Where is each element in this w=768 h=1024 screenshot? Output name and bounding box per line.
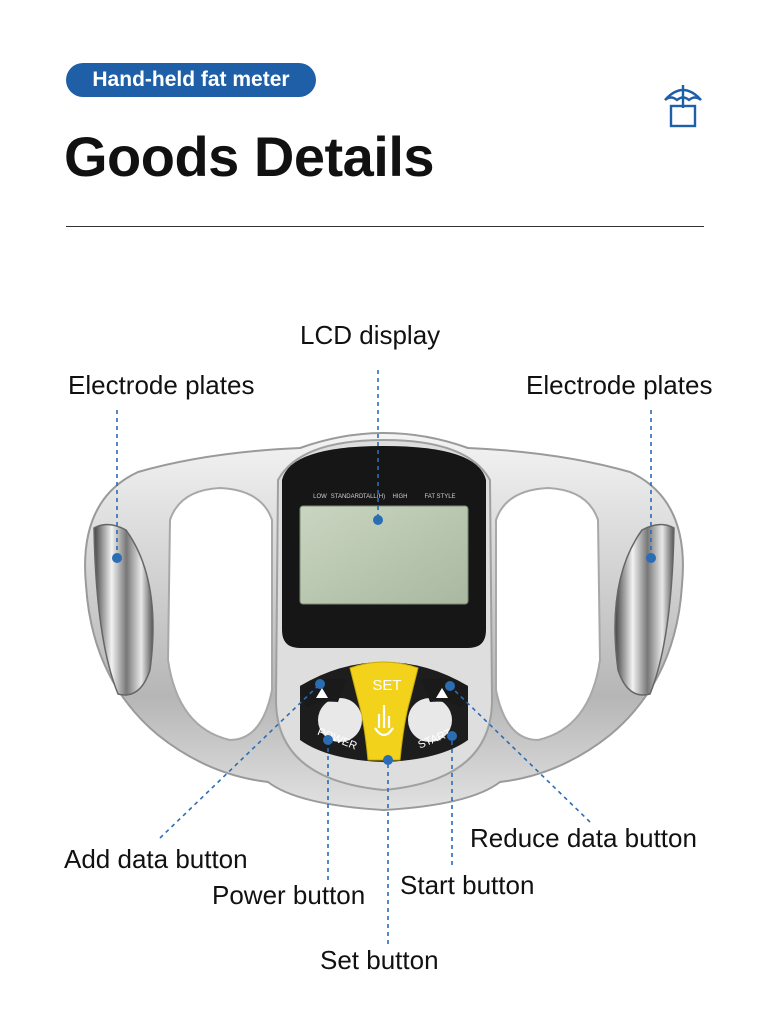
set-button-label: SET	[372, 677, 401, 694]
lcd-screen	[299, 505, 469, 605]
callout-start: Start button	[400, 870, 535, 900]
left-electrode-plate	[93, 523, 154, 696]
add-arrow-icon	[316, 688, 328, 698]
right-grip-hole	[495, 486, 602, 742]
left-grip-hole	[166, 486, 273, 742]
leader-add	[159, 683, 321, 839]
product-badge: Hand-held fat meter	[66, 63, 316, 97]
callout-set: Set button	[320, 945, 439, 975]
hand-icon	[374, 705, 394, 737]
right-electrode-plate	[614, 523, 675, 696]
callout-electrode-left: Electrode plates	[68, 370, 255, 400]
lcd-header-label: HIGH	[393, 494, 408, 500]
lcd-header-label: TALL(H)	[363, 494, 385, 500]
header-divider	[66, 226, 704, 227]
left-button-ring	[318, 698, 362, 742]
callout-power: Power button	[212, 880, 366, 910]
page-title: Goods Details	[64, 125, 435, 188]
reduce-arrow-icon	[436, 688, 448, 698]
callout-add: Add data button	[64, 844, 248, 874]
right-button-ring	[408, 698, 452, 742]
leader-reduce	[449, 685, 591, 823]
callout-reduce: Reduce data button	[470, 823, 697, 853]
callout-lcd: LCD display	[300, 320, 441, 350]
umbrella-box-icon	[664, 85, 702, 128]
callout-electrode-right: Electrode plates	[526, 370, 713, 400]
lcd-header-label: LOW	[313, 494, 327, 500]
lcd-header-label: STANDARD	[331, 494, 364, 500]
lcd-header-label: FAT STYLE	[424, 494, 455, 500]
